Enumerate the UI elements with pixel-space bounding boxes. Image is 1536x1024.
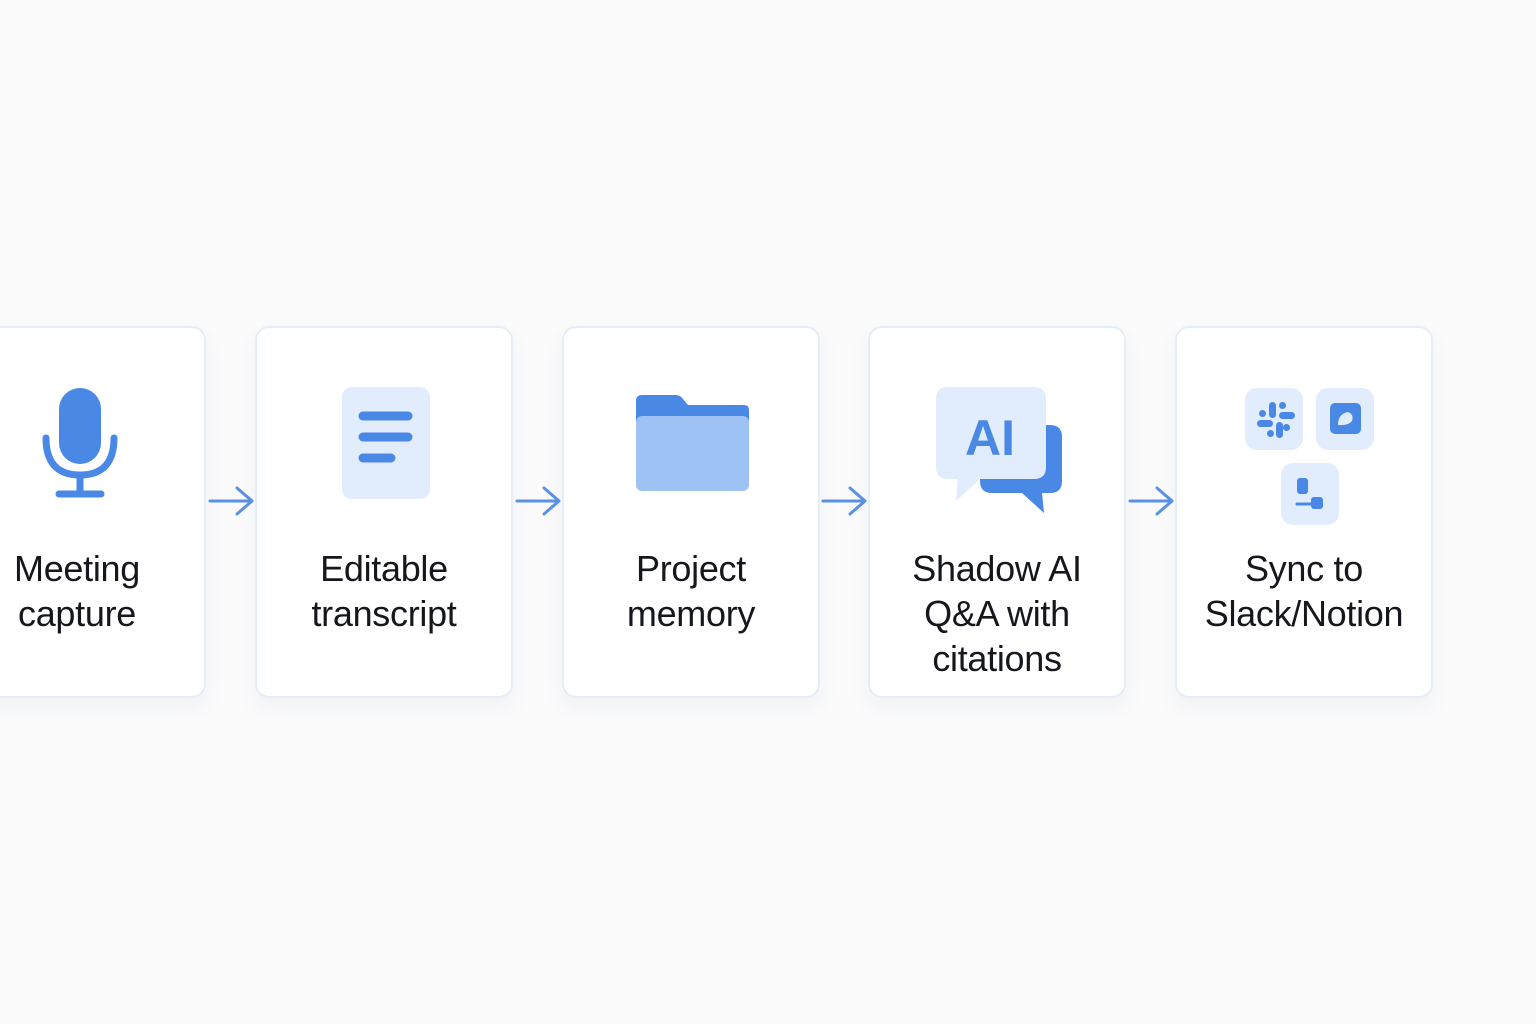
step-card-editable-transcript: Editable transcript — [255, 326, 513, 698]
ai-chat-icon: AI — [870, 383, 1124, 518]
step-label: Project memory — [626, 548, 756, 634]
step-label: Meeting capture — [14, 548, 140, 634]
app-connector-icon — [1281, 463, 1339, 525]
step-card-meeting-capture: Meeting capture — [0, 326, 206, 698]
step-card-sync: Sync to Slack/Notion — [1175, 326, 1433, 698]
folder-icon — [564, 383, 818, 518]
arrow-right-icon — [207, 484, 257, 518]
integrations-icon — [1177, 383, 1431, 525]
microphone-icon — [0, 383, 204, 518]
notion-icon — [1316, 388, 1374, 450]
arrow-right-icon — [514, 484, 564, 518]
document-icon — [257, 383, 511, 518]
arrow-right-icon — [820, 484, 870, 518]
step-label: Sync to Slack/Notion — [1204, 548, 1404, 634]
step-label: Editable transcript — [311, 548, 457, 634]
step-card-shadow-ai: AI Shadow AI Q&A with citations — [868, 326, 1126, 698]
arrow-right-icon — [1127, 484, 1177, 518]
ai-icon-text: AI — [965, 410, 1015, 466]
step-label: Shadow AI Q&A with citations — [912, 548, 1082, 679]
slack-icon — [1245, 388, 1303, 450]
step-card-project-memory: Project memory — [562, 326, 820, 698]
